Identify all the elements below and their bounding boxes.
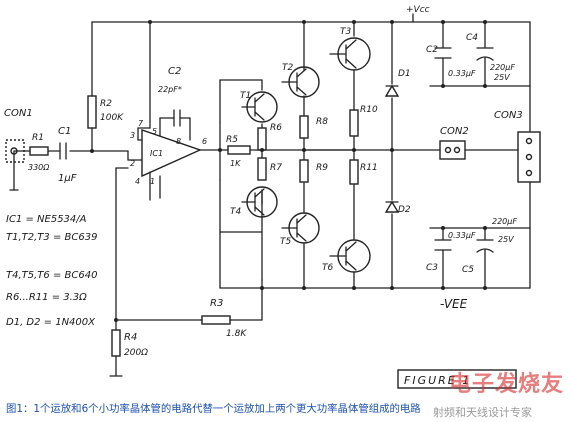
r11-resistor (349, 159, 359, 185)
label-c3: C3 (426, 263, 438, 273)
c2-supply-capacitor (434, 47, 452, 59)
label-t4: T4 (230, 207, 241, 217)
t5-transistor (281, 212, 320, 244)
label-r4-value: 200Ω (124, 348, 148, 358)
label-c4-value1: 220μF (490, 63, 515, 72)
r1-resistor (29, 146, 49, 156)
wires (9, 13, 531, 377)
note-pnp: T4,T5,T6 = BC640 (6, 270, 97, 281)
watermark-subtitle: 射频和天线设计专家 (433, 406, 532, 419)
r5-resistor (227, 145, 251, 155)
label-pin8: 8 (176, 137, 181, 146)
label-c4: C4 (466, 33, 478, 43)
caption-bar (0, 396, 572, 422)
label-c5-value2: 25V (498, 235, 514, 244)
con3-connector (517, 131, 541, 183)
c1-capacitor (59, 142, 67, 160)
label-c3-value: 0.33μF (448, 231, 476, 240)
label-c2-value: 22pF* (158, 85, 182, 94)
label-d2: D2 (398, 205, 411, 215)
label-c2-supply-value: 0.33μF (448, 69, 476, 78)
label-c2: C2 (168, 66, 181, 77)
figure-label: FIGURE 1 (404, 374, 471, 387)
t1-transistor (241, 91, 278, 123)
r2-resistor (87, 95, 97, 129)
label-t5: T5 (280, 237, 291, 247)
label-t6: T6 (322, 263, 333, 273)
label-pin3: 3 (130, 131, 135, 140)
r10-resistor (349, 109, 359, 137)
c4-capacitor (476, 47, 494, 61)
r9-resistor (299, 159, 309, 183)
amplifier-schematic: CON1 R1 330Ω C1 1μF R2 100K C2 22pF* IC1… (4, 5, 541, 389)
label-ic1: IC1 (150, 149, 163, 158)
note-npn: T1,T2,T3 = BC639 (6, 232, 97, 243)
c2-comp-capacitor (173, 109, 181, 127)
r8-resistor (299, 115, 309, 139)
label-pin7: 7 (138, 119, 144, 128)
label-r4: R4 (124, 332, 137, 343)
label-r11: R11 (360, 163, 378, 173)
label-pin5: 5 (152, 127, 157, 136)
t3-transistor (329, 37, 371, 71)
note-resistors: R6...R11 = 3.3Ω (6, 292, 87, 303)
con1-connector (5, 139, 25, 163)
label-t3: T3 (340, 27, 351, 37)
label-c4-value2: 25V (494, 73, 510, 82)
label-pin6: 6 (202, 137, 207, 146)
label-c5-value1: 220μF (492, 217, 517, 226)
label-con3: CON3 (494, 110, 523, 121)
label-r1-value: 330Ω (28, 163, 50, 172)
label-r3: R3 (210, 298, 223, 309)
label-c1: C1 (58, 126, 71, 137)
label-r2: R2 (100, 99, 112, 109)
label-r7: R7 (270, 163, 282, 173)
label-r9: R9 (316, 163, 328, 173)
label-r6: R6 (270, 123, 282, 133)
label-t1: T1 (240, 91, 251, 101)
figure-caption: 图1：1个运放和6个小功率晶体管的电路代替一个运放加上两个更大功率晶体管组成的电… (6, 403, 421, 415)
label-c1-value: 1μF (58, 173, 77, 184)
label-pin2: 2 (130, 159, 135, 168)
t4-transistor (241, 186, 278, 218)
d2-diode (384, 200, 400, 213)
c5-capacitor (476, 239, 494, 253)
note-diodes: D1, D2 = 1N400X (6, 317, 96, 328)
con2-connector (439, 140, 466, 160)
label-vee: -VEE (440, 297, 468, 311)
t2-transistor (281, 66, 320, 98)
label-r1: R1 (32, 133, 44, 143)
c3-capacitor (434, 239, 452, 251)
label-con2: CON2 (440, 126, 469, 137)
label-r5: R5 (226, 135, 238, 145)
r3-resistor (201, 315, 231, 325)
label-r3-value: 1.8K (226, 329, 247, 339)
label-pin1: 1 (150, 177, 155, 186)
label-r10: R10 (360, 105, 378, 115)
r7-resistor (257, 157, 267, 181)
watermark-logo: 电子发烧友 (448, 372, 564, 397)
note-ic1: IC1 = NE5534/A (6, 214, 87, 225)
junction-dots (90, 20, 487, 322)
label-d1: D1 (398, 69, 411, 79)
label-c2-supply: C2 (426, 45, 438, 55)
label-r5-value: 1K (230, 159, 241, 168)
label-vcc: +Vcc (406, 5, 430, 15)
ic1-opamp (141, 129, 202, 178)
t6-transistor (329, 239, 371, 273)
d1-diode (384, 84, 400, 97)
label-t2: T2 (282, 63, 293, 73)
label-r8: R8 (316, 117, 328, 127)
figure-label-box (397, 369, 517, 389)
label-c5: C5 (462, 265, 474, 275)
label-pin4: 4 (135, 177, 140, 186)
label-r2-value: 100K (100, 113, 124, 123)
r4-resistor (111, 329, 121, 357)
label-con1: CON1 (4, 108, 33, 119)
r6-resistor (257, 127, 267, 151)
